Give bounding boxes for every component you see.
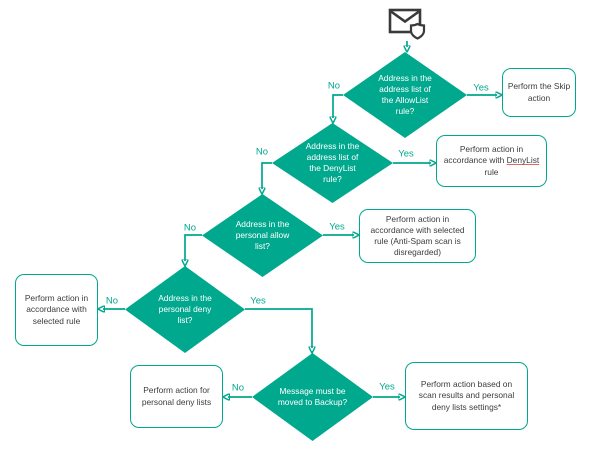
- arrow-allowlist-no: [333, 94, 343, 118]
- edge-label-personal-deny-no: No: [105, 295, 119, 307]
- result-personal-deny-lists: Perform action for personal deny lists: [130, 365, 223, 428]
- edge-label-backup-no: No: [231, 382, 245, 394]
- result-denylist-line3: rule: [484, 166, 499, 177]
- edge-label-denylist-no: No: [255, 146, 269, 158]
- edge-label-allowlist-no: No: [327, 80, 341, 92]
- arrow-personal-allow-no: [185, 234, 202, 261]
- decision-denylist-rule-label: Address in the address list of the DenyL…: [305, 140, 360, 185]
- decision-personal-allow-list-label: Address in the personal allow list?: [235, 218, 290, 252]
- result-denylist-line1: Perform action in: [459, 144, 524, 155]
- result-selected-rule-label: Perform action in accordance with select…: [24, 293, 89, 326]
- shield-badge-icon: [409, 22, 426, 40]
- result-personal-deny-lists-label: Perform action for personal deny lists: [141, 385, 212, 407]
- result-selected-rule-disregarded: Perform action in accordance with select…: [359, 209, 476, 263]
- arrow-personal-deny-yes: [245, 308, 312, 348]
- envelope-with-shield-icon: [388, 8, 426, 40]
- edge-label-personal-deny-yes: Yes: [250, 295, 266, 307]
- envelope-flap: [390, 10, 420, 24]
- result-scan-results: Perform action based on scan results and…: [405, 362, 528, 430]
- result-skip-action-label: Perform the Skip action: [507, 81, 571, 103]
- result-selected-rule: Perform action in accordance with select…: [15, 274, 98, 346]
- decision-allowlist-rule-label: Address in the address list of the Allow…: [378, 72, 432, 117]
- edge-label-personal-allow-yes: Yes: [329, 221, 345, 233]
- edge-label-denylist-yes: Yes: [398, 148, 414, 160]
- result-skip-action: Perform the Skip action: [502, 68, 576, 117]
- result-selected-rule-disregarded-label: Perform action in accordance with select…: [370, 213, 465, 258]
- decision-move-to-backup-label: Message must be moved to Backup?: [277, 385, 348, 407]
- denylist-link[interactable]: DenyList: [506, 155, 540, 166]
- edge-label-backup-yes: Yes: [379, 381, 395, 393]
- arrow-denylist-no: [262, 162, 272, 189]
- decision-personal-deny-list-label: Address in the personal deny list?: [158, 292, 212, 326]
- result-scan-results-label: Perform action based on scan results and…: [418, 379, 515, 412]
- edge-label-personal-allow-no: No: [183, 222, 197, 234]
- edge-label-allowlist-yes: Yes: [473, 82, 489, 94]
- result-denylist-line2: accordance with: [443, 155, 507, 166]
